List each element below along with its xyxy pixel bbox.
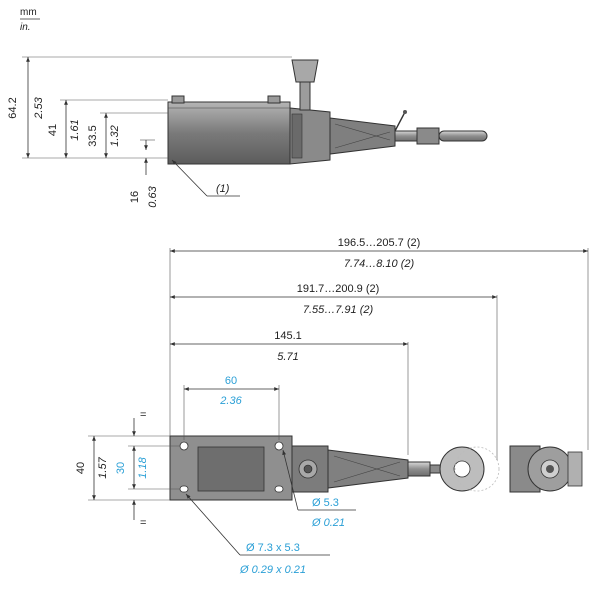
dim-hole-width-in: 1.18: [137, 456, 149, 478]
lever-arm-side: [329, 117, 396, 155]
equal-mark-top: =: [140, 409, 146, 421]
dim-length-mid-in: 7.55…7.91 (2): [303, 304, 374, 316]
side-view: 64.2 2.53 41 1.61 33.5 1.32 16 0.63 (1): [7, 56, 488, 208]
dim-offset-base-in: 0.63: [147, 185, 159, 207]
mounting-hole-round: [179, 441, 189, 451]
dim-height-overall-in: 2.53: [33, 96, 45, 119]
mounting-hole-round: [274, 441, 284, 451]
dim-length-max-in: 7.74…8.10 (2): [344, 258, 415, 270]
units-legend: mm in.: [20, 7, 40, 33]
dim-offset-base-mm: 16: [129, 191, 141, 203]
mounting-hole-slot: [179, 485, 189, 493]
dim-hole-round-in: Ø 0.21: [311, 517, 345, 529]
dim-height-axis-mm: 33.5: [87, 125, 99, 146]
cover-plate: [197, 446, 265, 492]
dim-height-axis-in: 1.32: [109, 125, 121, 146]
dim-length-max-mm: 196.5…205.7 (2): [338, 237, 421, 249]
dim-length-head-mm: 145.1: [274, 330, 302, 342]
dim-height-body-mm: 41: [47, 124, 59, 136]
dim-body-width-mm: 40: [75, 462, 87, 474]
equal-mark-bottom: =: [140, 517, 146, 529]
switch-body-side: [167, 101, 291, 165]
dim-length-mid-mm: 191.7…200.9 (2): [297, 283, 380, 295]
rod-coupling: [416, 127, 440, 145]
dim-hole-spacing-mm: 60: [225, 375, 237, 387]
dim-height-body-in: 1.61: [69, 119, 81, 140]
dim-hole-spacing-in: 2.36: [219, 395, 242, 407]
dim-hole-round-mm: Ø 5.3: [312, 497, 339, 509]
plunger-knob: [291, 59, 319, 83]
unit-inch: in.: [20, 22, 31, 33]
dim-hole-width-mm: 30: [115, 462, 127, 474]
top-view: 196.5…205.7 (2) 7.74…8.10 (2) 191.7…200.…: [75, 237, 589, 576]
lever-rod-side: [438, 130, 488, 142]
dim-hole-slot-in: Ø 0.29 x 0.21: [239, 564, 306, 576]
note-ref-1: (1): [216, 183, 230, 195]
dim-height-overall-mm: 64.2: [7, 97, 19, 118]
dim-hole-slot-mm: Ø 7.3 x 5.3: [246, 542, 300, 554]
dim-body-width-in: 1.57: [97, 456, 109, 478]
unit-mm: mm: [20, 7, 37, 18]
lever-arm-top: [327, 449, 409, 489]
mounting-hole-slot: [274, 485, 284, 493]
dim-length-head-in: 5.71: [277, 351, 298, 363]
